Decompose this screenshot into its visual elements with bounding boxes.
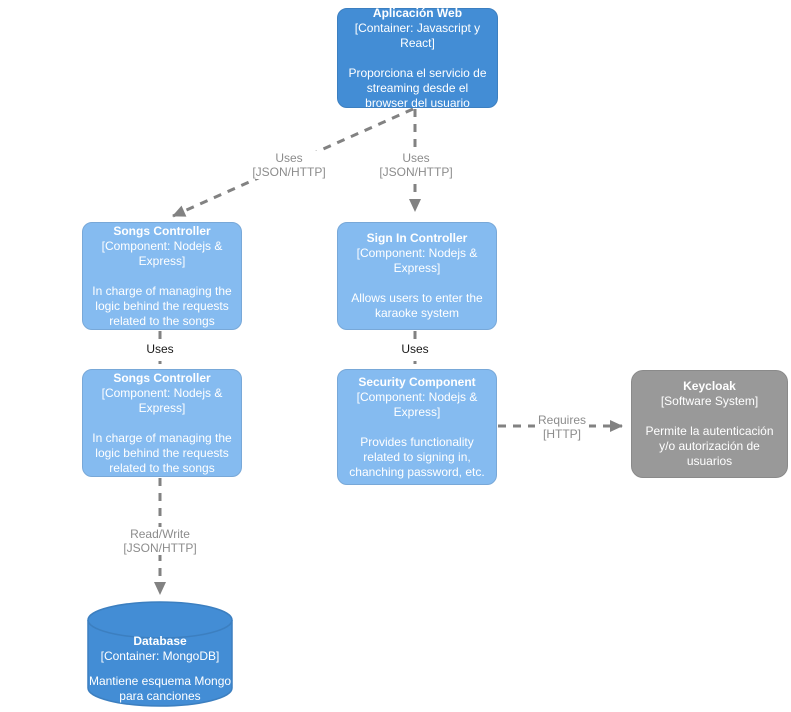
node-title: Keycloak — [683, 379, 736, 393]
edge-label-songs-database: Read/Write [JSON/HTTP] — [120, 527, 200, 555]
edge-label-text: Requires — [537, 413, 587, 427]
node-description: Mantiene esquema Mongo para canciones — [88, 674, 232, 703]
node-title: Aplicación Web — [372, 5, 463, 20]
node-title: Security Component — [358, 374, 476, 389]
node-description: Allows users to enter the karaoke system — [351, 291, 483, 320]
node-database: Database [Container: MongoDB] Mantiene e… — [88, 634, 232, 704]
edge-label-security-keycloak: Requires [HTTP] — [534, 413, 590, 441]
node-subtitle: [Component: Nodejs & Express] — [356, 246, 478, 275]
node-security-component: Security Component [Component: Nodejs & … — [337, 369, 497, 485]
edge-label-app-signin: Uses [JSON/HTTP] — [376, 151, 456, 179]
node-description: In charge of managing the logic behind t… — [92, 430, 232, 475]
edge-label-protocol: [JSON/HTTP] — [123, 541, 197, 555]
edge-label-songs-songs: Uses — [143, 342, 177, 356]
node-subtitle: [Container: MongoDB] — [100, 649, 220, 663]
node-description: Provides functionality related to signin… — [349, 434, 485, 479]
node-subtitle: [Software System] — [660, 394, 759, 408]
node-subtitle: [Component: Nodejs & Express] — [356, 389, 478, 419]
edge-label-protocol: [JSON/HTTP] — [379, 165, 453, 179]
node-description: Permite la autenticación y/o autorizació… — [645, 424, 774, 468]
node-title: Songs Controller — [113, 223, 211, 238]
node-subtitle: [Component: Nodejs & Express] — [101, 238, 223, 268]
edge-label-app-songs: Uses [JSON/HTTP] — [249, 151, 329, 179]
edge-label-text: Uses — [275, 151, 303, 165]
edge-label-text: Read/Write — [130, 527, 190, 541]
node-description: Proporciona el servicio de streaming des… — [348, 65, 487, 110]
node-description: In charge of managing the logic behind t… — [92, 283, 232, 328]
node-title: Database — [133, 634, 187, 648]
node-songs-controller-top: Songs Controller [Component: Nodejs & Ex… — [82, 222, 242, 330]
node-subtitle: [Container: Javascript y React] — [354, 20, 481, 50]
node-aplicacion-web: Aplicación Web [Container: Javascript y … — [337, 5, 498, 110]
edge-label-text: Uses — [146, 342, 174, 356]
node-subtitle: [Component: Nodejs & Express] — [101, 385, 223, 415]
node-keycloak: Keycloak [Software System] Permite la au… — [631, 370, 788, 478]
edge-label-signin-security: Uses — [398, 342, 432, 356]
node-songs-controller-bottom: Songs Controller [Component: Nodejs & Ex… — [82, 369, 242, 477]
database-cylinder-shape — [87, 601, 233, 707]
node-sign-in-controller: Sign In Controller [Component: Nodejs & … — [337, 222, 497, 330]
edge-label-text: Uses — [401, 342, 429, 356]
edge-label-text: Uses — [402, 151, 430, 165]
node-title: Songs Controller — [113, 370, 211, 385]
node-title: Sign In Controller — [366, 231, 468, 245]
edge-label-protocol: [JSON/HTTP] — [252, 165, 326, 179]
edge-label-protocol: [HTTP] — [543, 427, 581, 441]
